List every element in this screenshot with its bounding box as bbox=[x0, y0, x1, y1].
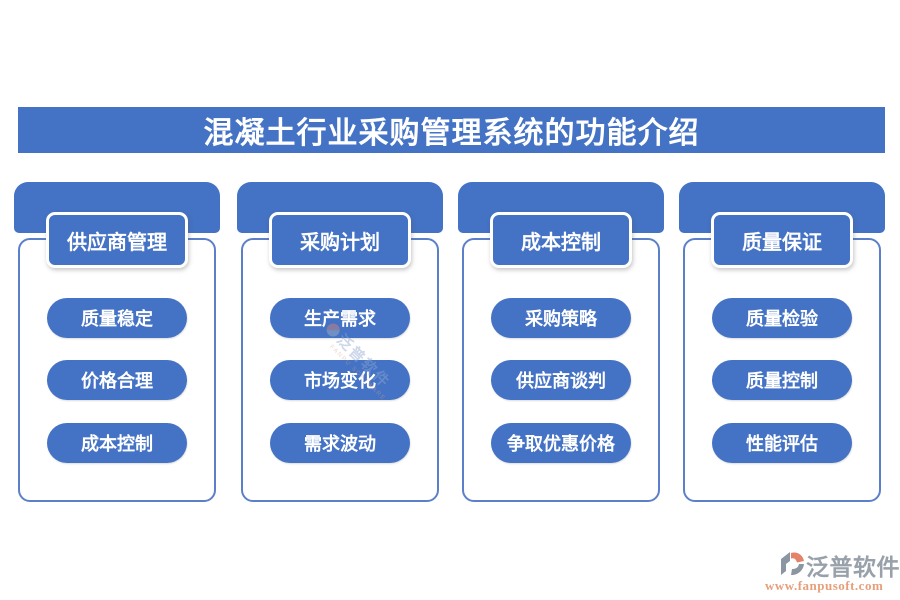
function-column-cost-control: 成本控制 采购策略 供应商谈判 争取优惠价格 bbox=[458, 182, 664, 502]
column-header-label: 供应商管理 bbox=[67, 231, 167, 254]
feature-pill: 性能评估 bbox=[712, 423, 852, 463]
feature-pill-label: 价格合理 bbox=[81, 371, 153, 391]
column-header-label: 成本控制 bbox=[521, 231, 601, 254]
feature-pill: 质量控制 bbox=[712, 360, 852, 400]
feature-pill-label: 市场变化 bbox=[304, 371, 376, 391]
brand-name: 泛普软件 bbox=[806, 555, 900, 580]
function-column-procurement-plan: 采购计划 生产需求 市场变化 需求波动 bbox=[237, 182, 443, 502]
feature-pill: 生产需求 bbox=[270, 298, 410, 338]
feature-pill: 争取优惠价格 bbox=[491, 423, 631, 463]
feature-pill: 市场变化 bbox=[270, 360, 410, 400]
feature-pill: 采购策略 bbox=[491, 298, 631, 338]
feature-pill-label: 需求波动 bbox=[304, 434, 376, 454]
function-column-quality-assurance: 质量保证 质量检验 质量控制 性能评估 bbox=[679, 182, 885, 502]
feature-pill: 成本控制 bbox=[47, 423, 187, 463]
feature-pill-label: 采购策略 bbox=[525, 309, 597, 329]
column-header-badge: 成本控制 bbox=[490, 212, 632, 268]
feature-pill-label: 质量稳定 bbox=[81, 309, 153, 329]
column-header-label: 质量保证 bbox=[742, 231, 822, 254]
feature-pill: 质量稳定 bbox=[47, 298, 187, 338]
feature-pill-label: 争取优惠价格 bbox=[507, 434, 615, 454]
feature-pill-label: 质量控制 bbox=[746, 371, 818, 391]
footer-brand-block: 泛普软件 www.fanpusoft.com bbox=[762, 548, 900, 596]
page-title: 混凝土行业采购管理系统的功能介绍 bbox=[203, 117, 700, 150]
column-header-badge: 采购计划 bbox=[269, 212, 411, 268]
function-column-supplier-management: 供应商管理 质量稳定 价格合理 成本控制 bbox=[14, 182, 220, 502]
column-header-badge: 供应商管理 bbox=[46, 212, 188, 268]
column-header-label: 采购计划 bbox=[300, 231, 380, 254]
fanpu-logo-icon bbox=[781, 552, 804, 576]
feature-pill-label: 成本控制 bbox=[81, 434, 153, 454]
feature-pill-label: 生产需求 bbox=[304, 309, 376, 329]
feature-pill-label: 性能评估 bbox=[746, 434, 818, 454]
feature-pill: 需求波动 bbox=[270, 423, 410, 463]
feature-pill-label: 质量检验 bbox=[746, 309, 818, 329]
feature-pill: 供应商谈判 bbox=[491, 360, 631, 400]
feature-pill-label: 供应商谈判 bbox=[516, 371, 606, 391]
feature-pill: 价格合理 bbox=[47, 360, 187, 400]
feature-pill: 质量检验 bbox=[712, 298, 852, 338]
column-header-badge: 质量保证 bbox=[711, 212, 853, 268]
brand-url: www.fanpusoft.com bbox=[765, 578, 884, 593]
title-bar: 混凝土行业采购管理系统的功能介绍 bbox=[18, 107, 885, 153]
